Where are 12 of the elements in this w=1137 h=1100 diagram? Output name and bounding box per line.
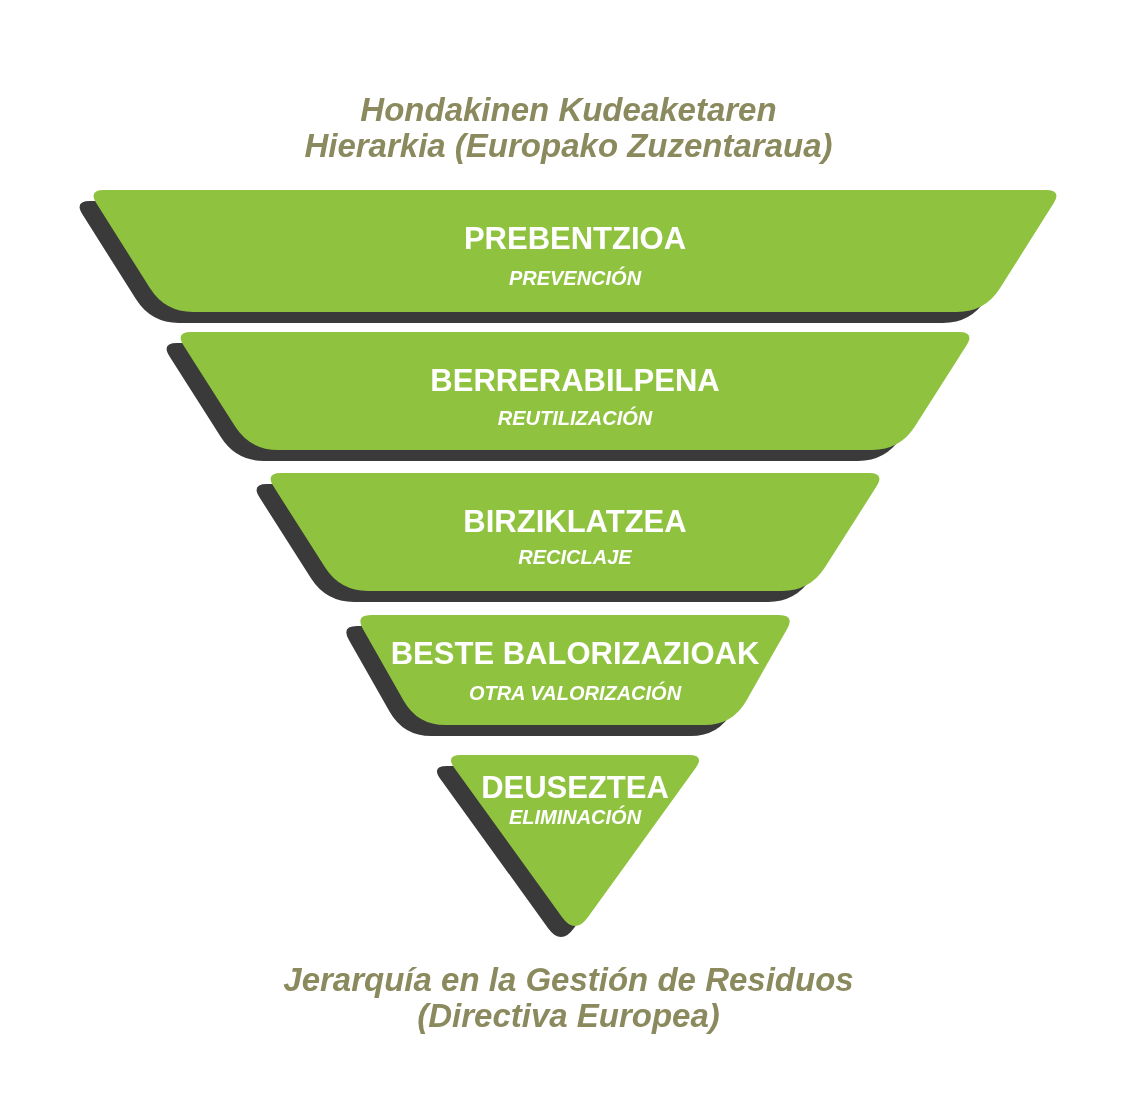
level-subtitle: RECICLAJE [518,546,632,568]
level-subtitle: REUTILIZACIÓN [497,407,653,429]
level-subtitle: PREVENCIÓN [508,267,642,289]
level-heading: BERRERABILPENA [430,363,720,398]
level-subtitle: ELIMINACIÓN [508,806,642,828]
diagram-caption: Jerarquía en la Gestión de Residuos (Directiva Europea) [282,962,855,1034]
level-heading: DEUSEZTEA [481,770,669,805]
level-heading: PREBENTZIOA [463,221,687,256]
level-heading: BESTE BALORIZAZIOAK [390,636,760,671]
level-subtitle: OTRA VALORIZACIÓN [468,682,682,704]
diagram-title: Hondakinen Kudeaketaren Hierarkia (Europako Zuzentaraua) [303,92,834,164]
level-heading: BIRZIKLATZEA [463,504,687,539]
